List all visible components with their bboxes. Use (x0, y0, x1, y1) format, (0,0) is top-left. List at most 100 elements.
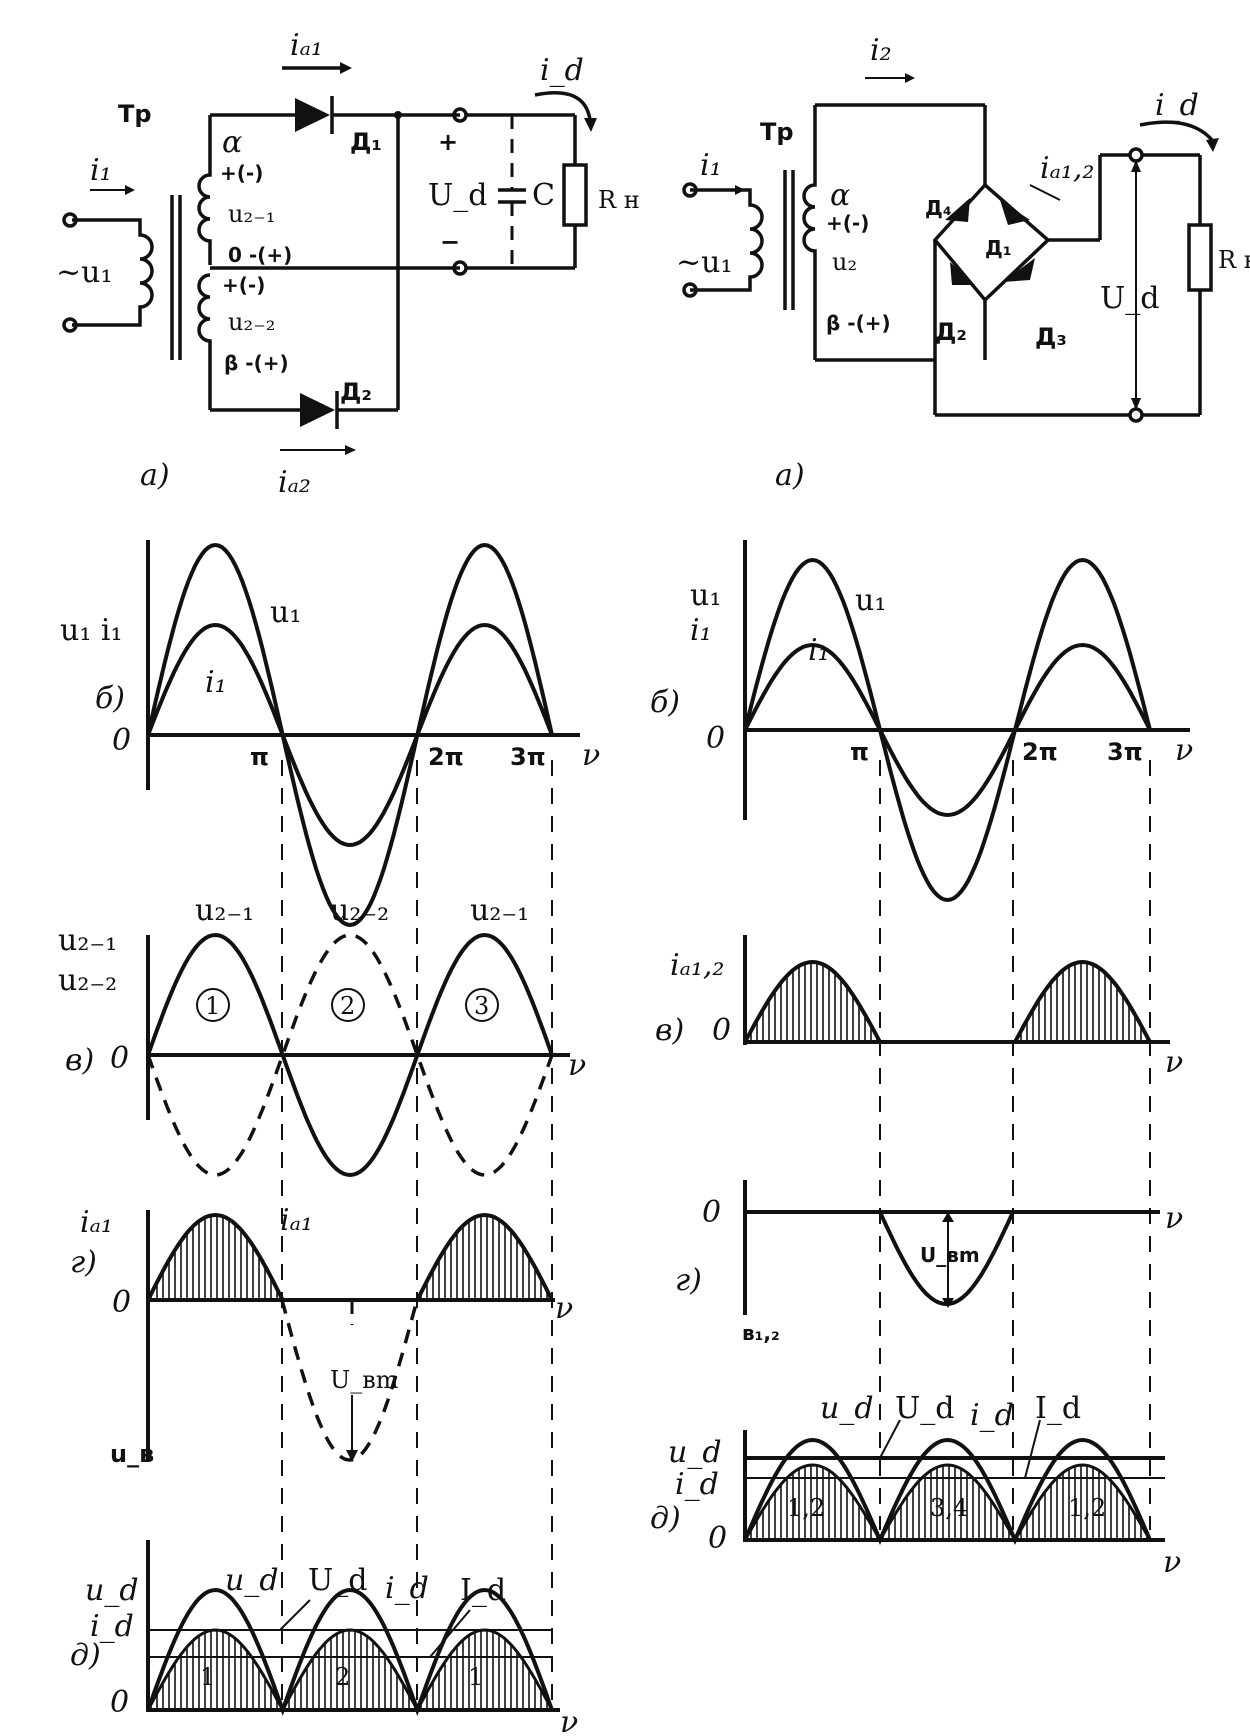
right-b-letter: б) (650, 685, 680, 720)
left-ia2-label: iₐ₂ (278, 465, 311, 500)
left-secondary-upper (197, 115, 212, 265)
right-input-terminal-top (682, 182, 698, 198)
right-d-id-label: i_d (970, 1398, 1014, 1433)
right-b-xlabel: ν (1175, 733, 1193, 768)
left-plus-label: + (438, 128, 458, 156)
left-d-Ud-label: U_d (308, 1563, 368, 1598)
left-d-n1: 1 (200, 1663, 215, 1691)
left-rn-label: R н (598, 186, 640, 214)
left-g-xlabel: ν (555, 1291, 573, 1326)
left-ud-label: U_d (428, 178, 488, 213)
left-cap-label: C (532, 178, 555, 213)
left-u1-label: ~u₁ (56, 255, 112, 290)
left-b-letter: б) (95, 681, 125, 716)
left-v-zero: 0 (110, 1041, 129, 1076)
right-v-xlabel: ν (1165, 1045, 1183, 1080)
left-minus-label: − (440, 228, 460, 256)
right-d3-label: Д₃ (1035, 323, 1067, 351)
right-d-n1: 1,2 (787, 1494, 825, 1522)
left-circuit-letter: а) (140, 458, 170, 493)
left-v-n3: 3 (474, 992, 489, 1020)
left-g-curve-label: iₐ₁ (280, 1203, 313, 1238)
right-g-ubm-label: U_вm (920, 1243, 980, 1267)
left-primary-winding (72, 218, 154, 327)
left-d-letter: д) (70, 1638, 101, 1673)
right-g-ub-label: в₁,₂ (742, 1321, 780, 1345)
right-ia-label: iₐ₁,₂ (1040, 151, 1094, 186)
left-v-xlabel: ν (568, 1048, 586, 1083)
left-d-id-fill (148, 1630, 552, 1710)
left-b-u-label: u₁ (270, 595, 301, 630)
right-v-letter: в) (655, 1013, 684, 1048)
left-plot-g: iₐ₁ iₐ₁ г) 0 U_вm u_в ν (70, 1203, 573, 1468)
left-v-curve2-label: u₂₋₂ (330, 893, 389, 928)
left-g-ubm-label: U_вm (330, 1366, 399, 1394)
right-b-zero: 0 (706, 721, 725, 756)
left-u22-label: u₂₋₂ (228, 308, 275, 336)
left-d-n2: 2 (335, 1663, 350, 1691)
right-transformer-label: Тр (760, 118, 794, 146)
left-d-n3: 1 (468, 1663, 483, 1691)
right-primary-winding (690, 188, 764, 292)
left-v-ylabel-top: u₂₋₁ (58, 923, 117, 958)
left-circuit: Тр i₁ ~u₁ iₐ₁ iₐ₂ i_d α +(-) u₂₋₁ 0 -(+)… (56, 28, 640, 500)
left-b-i1-curve (146, 622, 554, 848)
right-d-n2: 3,4 (930, 1494, 968, 1522)
right-d-Ud-label: U_d (895, 1391, 955, 1426)
right-output-minus-terminal (1128, 407, 1144, 423)
left-i1-label: i₁ (90, 153, 112, 188)
right-i2-label: i₂ (870, 33, 892, 68)
right-g-zero: 0 (702, 1195, 721, 1230)
right-d1-label: Д₁ (985, 236, 1012, 260)
left-v-ylabel-bot: u₂₋₂ (58, 963, 117, 998)
right-diode-d1 (1000, 200, 1030, 225)
left-g-ia1-curve (146, 1212, 554, 1302)
left-id-label: i_d (540, 53, 584, 88)
right-d-ud-curve (743, 1437, 1152, 1546)
right-d-zero: 0 (708, 1521, 727, 1556)
right-i1-label: i₁ (700, 148, 722, 183)
right-circuit-letter: а) (775, 458, 805, 493)
right-ud-label: U_d (1100, 281, 1160, 316)
left-g-ub-label: u_в (110, 1440, 154, 1468)
left-b-tick-pi: π (250, 743, 269, 771)
right-plot-v: iₐ₁,₂ в) 0 ν (655, 935, 1183, 1080)
right-d-Id-label: I_d (1035, 1391, 1081, 1426)
left-b-tick-2pi: 2π (428, 743, 464, 771)
left-diode-d1 (295, 98, 330, 132)
right-id-label: i_d (1155, 88, 1199, 123)
left-d-ud-label: u_d (225, 1563, 279, 1598)
left-v-curve3-label: u₂₋₁ (470, 893, 529, 928)
left-b-ylabel: u₁ i₁ (60, 613, 123, 648)
right-u1-label: ~u₁ (676, 245, 732, 280)
right-secondary-winding (802, 105, 817, 360)
left-d-xlabel: ν (560, 1705, 578, 1736)
right-b-tick-pi: π (850, 738, 869, 766)
left-b-u1-curve (146, 542, 554, 928)
left-winding-top-label: α (222, 125, 242, 160)
right-u2-label: u₂ (832, 248, 857, 276)
right-b-i1-curve (743, 642, 1152, 818)
right-rn-label: R н (1218, 246, 1250, 274)
right-v-ia-fill (745, 962, 1150, 1042)
left-g-zero: 0 (112, 1285, 131, 1320)
right-circuit: Тр i₂ i₁ ~u₁ α +(-) u₂ β -(+) Д₄ Д₁ Д₂ Д… (676, 33, 1250, 493)
left-g-ia1-fill (148, 1215, 552, 1300)
right-b-tick-2pi: 2π (1022, 738, 1058, 766)
right-d4-label: Д₄ (925, 196, 952, 220)
right-g-xlabel: ν (1165, 1201, 1183, 1236)
left-winding-mid2-label: +(-) (222, 273, 265, 297)
right-output-plus-terminal (1128, 147, 1144, 163)
right-d-id-fill (745, 1465, 1150, 1540)
left-transformer-label: Тр (118, 100, 152, 128)
left-u21-label: u₂₋₁ (228, 200, 275, 228)
right-b-u1-curve (743, 557, 1152, 903)
left-d-zero: 0 (110, 1685, 129, 1720)
right-d-ylabel-bot: i_d (675, 1467, 719, 1502)
right-d2-label: Д₂ (935, 318, 967, 346)
left-g-letter: г) (70, 1245, 97, 1280)
left-d1-label: Д₁ (350, 128, 382, 156)
right-plot-d: u_d i_d u_d U_d i_d I_d 1,2 3,4 1,2 д) 0… (650, 1391, 1181, 1580)
left-winding-top-sign: +(-) (220, 161, 263, 185)
left-v-letter: в) (65, 1043, 94, 1078)
